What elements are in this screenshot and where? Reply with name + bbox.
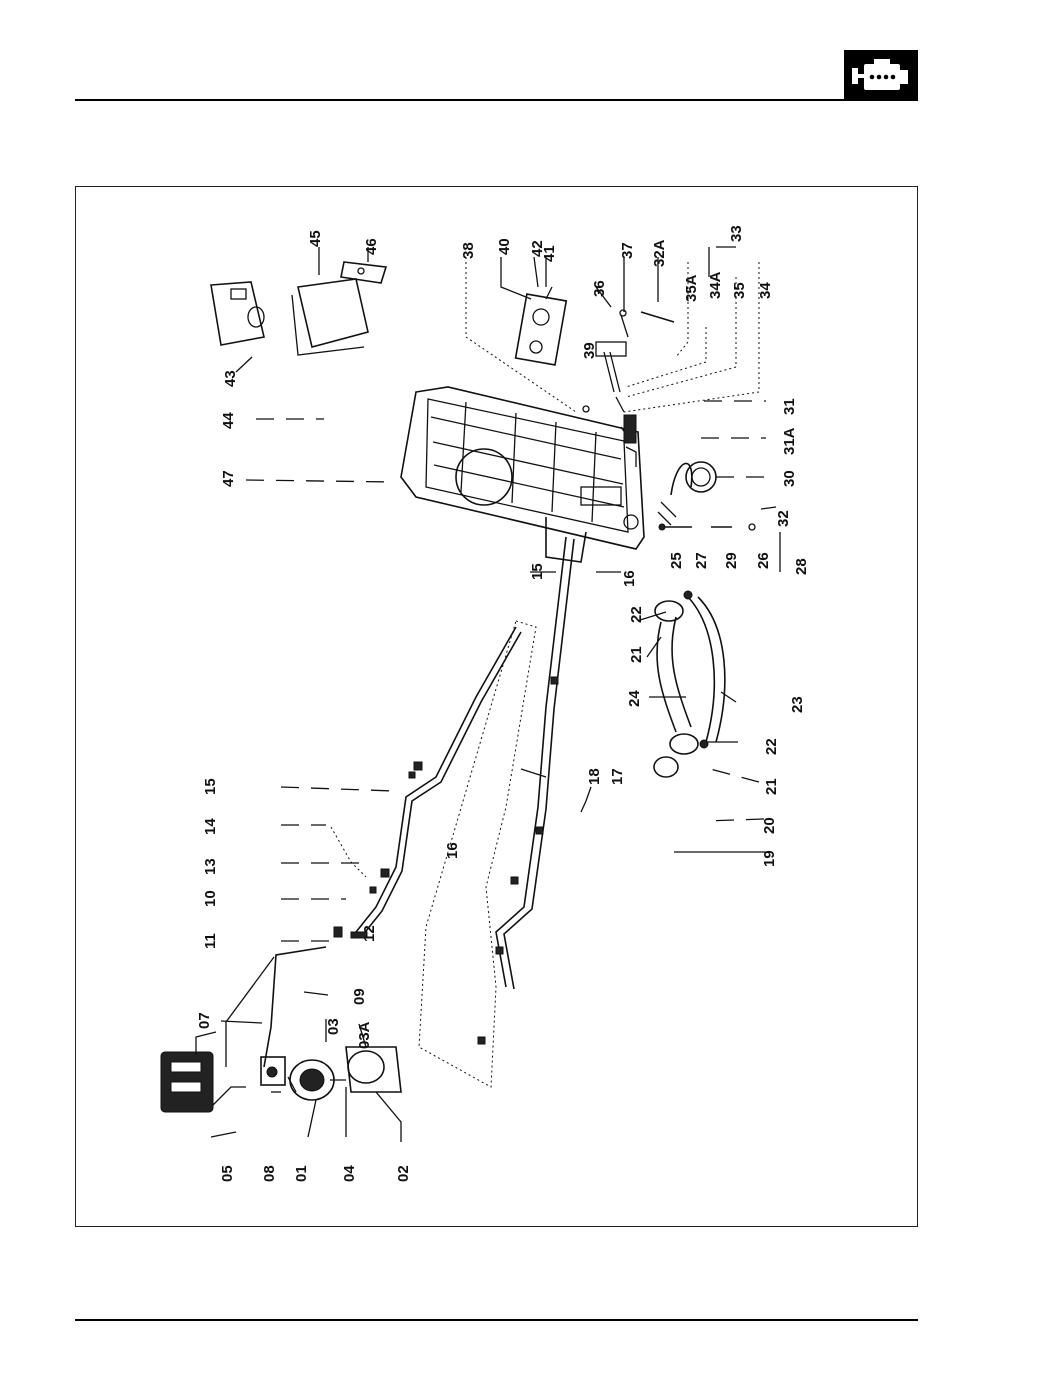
- callout-31A: 31A: [781, 427, 798, 455]
- callout-19: 19: [761, 850, 778, 867]
- fuel-pump-filter-assembly: [160, 1031, 402, 1113]
- callout-27: 27: [693, 552, 710, 569]
- callout-47: 47: [220, 470, 237, 487]
- callout-29: 29: [723, 552, 740, 569]
- callout-22-bottom: 22: [763, 738, 780, 755]
- callout-44: 44: [220, 412, 237, 429]
- mounting-bolts: [658, 523, 756, 531]
- callout-32: 32: [775, 510, 792, 527]
- line-clips: [333, 676, 559, 1045]
- callout-31: 31: [781, 398, 798, 415]
- callout-15-right: 15: [529, 563, 546, 580]
- callout-03: 03: [325, 1018, 342, 1035]
- callout-10: 10: [202, 890, 219, 907]
- callout-39: 39: [581, 342, 598, 359]
- callout-42: 42: [529, 240, 546, 257]
- callout-43: 43: [222, 370, 239, 387]
- callout-12: 12: [361, 925, 378, 942]
- callout-35: 35: [731, 282, 748, 299]
- callout-30: 30: [781, 470, 798, 487]
- callout-21-bottom: 21: [763, 778, 780, 795]
- callout-02: 02: [395, 1165, 412, 1182]
- filler-cover-parts: [210, 261, 388, 356]
- small-fittings-right: [582, 309, 675, 444]
- callout-34: 34: [757, 282, 774, 299]
- callout-15-left: 15: [202, 778, 219, 795]
- callout-08: 08: [261, 1165, 278, 1182]
- callout-36: 36: [591, 280, 608, 297]
- callout-45: 45: [307, 230, 324, 247]
- callout-25: 25: [668, 552, 685, 569]
- callout-13: 13: [202, 858, 219, 875]
- filler-neck-clamps: [657, 461, 717, 526]
- filler-hoses: [653, 590, 726, 778]
- callout-22-top: 22: [628, 606, 645, 623]
- callout-04: 04: [341, 1165, 358, 1182]
- header-rule: [75, 99, 918, 101]
- callout-17: 17: [609, 768, 626, 785]
- callout-37: 37: [619, 242, 636, 259]
- engine-icon: [852, 58, 908, 90]
- footer-rule: [75, 1319, 918, 1321]
- callout-16-right: 16: [621, 570, 638, 587]
- engine-section-badge: [844, 50, 918, 101]
- callout-labels: 47 44 43 45 46 38 40 42 41 37 36 32A 35A…: [196, 225, 810, 1182]
- callout-34A: 34A: [707, 271, 724, 299]
- callout-09: 09: [351, 988, 368, 1005]
- callout-11: 11: [202, 933, 219, 949]
- callout-40: 40: [496, 238, 513, 255]
- callout-21-top: 21: [628, 646, 645, 663]
- fuel-lines: [210, 536, 575, 1108]
- callout-38-top: 38: [460, 242, 477, 259]
- fuel-tank: [400, 386, 645, 563]
- callout-01: 01: [293, 1165, 310, 1182]
- leader-lines: [210, 246, 781, 1142]
- callout-32A: 32A: [651, 239, 668, 267]
- vapour-line-boundary: [418, 620, 537, 1088]
- fuel-sender-assembly: [514, 286, 568, 366]
- callout-35A: 35A: [683, 274, 700, 302]
- callout-18: 18: [586, 768, 603, 785]
- callout-33: 33: [728, 225, 745, 242]
- callout-26: 26: [755, 552, 772, 569]
- callout-46: 46: [363, 238, 380, 255]
- callout-14: 14: [202, 818, 219, 835]
- callout-28: 28: [793, 558, 810, 575]
- callout-07: 07: [196, 1012, 213, 1029]
- callout-03A: 03A: [356, 1021, 373, 1049]
- fuel-system-exploded-diagram: 47 44 43 45 46 38 40 42 41 37 36 32A 35A…: [75, 186, 918, 1227]
- callout-23: 23: [789, 696, 806, 713]
- diagram-canvas: 47 44 43 45 46 38 40 42 41 37 36 32A 35A…: [160, 225, 810, 1182]
- callout-20: 20: [761, 817, 778, 834]
- callout-05: 05: [219, 1165, 236, 1182]
- callout-24: 24: [626, 690, 643, 707]
- callout-41: 41: [541, 245, 558, 262]
- callout-16-left: 16: [444, 842, 461, 859]
